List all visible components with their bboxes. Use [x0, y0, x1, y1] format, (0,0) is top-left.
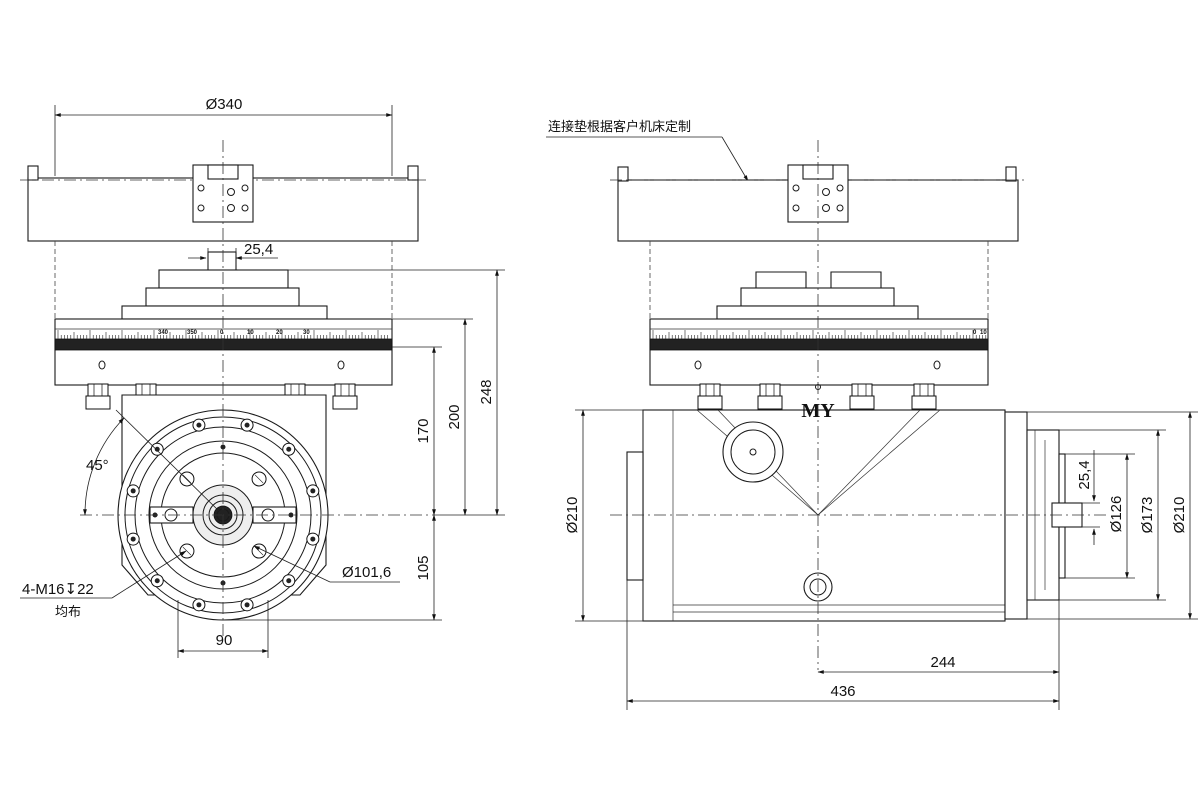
dim-bolt-circle: Ø101,6: [342, 564, 391, 581]
flange-hole-center: [286, 578, 292, 584]
dim-170: 170: [415, 418, 432, 443]
dim-key-width-side: 25,4: [1076, 460, 1093, 489]
m16-hole-cross: [182, 546, 192, 556]
dial-label: 0: [220, 330, 224, 336]
dim-diameter-340: Ø340: [206, 96, 243, 113]
flange-hole-center: [244, 422, 250, 428]
flange-hole-center: [154, 578, 160, 584]
front-view: 340 350 0 10 20 30: [20, 96, 505, 658]
dial-ring-side: 0 10: [649, 318, 989, 386]
flange-hole-center: [196, 422, 202, 428]
m16-hole-cross: [254, 474, 264, 484]
dial-label: 340: [158, 330, 169, 336]
bolt-nut: [911, 395, 937, 410]
flange-hole-center: [196, 602, 202, 608]
dim-key-width: 25,4: [244, 241, 273, 258]
main-body: MY: [626, 384, 1083, 622]
dial-label: 0: [973, 330, 977, 336]
dim-105: 105: [415, 555, 432, 580]
side-view: 连接垫根据客户机床定制: [546, 119, 1198, 710]
dial-label: 20: [276, 330, 283, 336]
dim-diameter-210-left: Ø210: [564, 497, 581, 534]
pin-hole: [288, 512, 294, 518]
dial-ring: 340 350 0 10 20 30: [54, 318, 393, 386]
bolt-head: [284, 383, 306, 397]
dim-diameter-210-right: Ø210: [1171, 497, 1188, 534]
bolt-head: [699, 383, 721, 397]
housing: [117, 394, 329, 621]
thread-note: 4-M16↧22: [22, 581, 94, 598]
bolt-head: [87, 383, 109, 397]
dial-label: 30: [303, 330, 310, 336]
m16-hole-cross: [182, 474, 192, 484]
pin-hole: [220, 444, 226, 450]
bolt-head: [135, 383, 157, 397]
flange-hole-center: [244, 602, 250, 608]
dial-label: 350: [187, 330, 198, 336]
flange-hole-center: [310, 488, 316, 494]
dim-200: 200: [446, 404, 463, 429]
bolt-head: [334, 383, 356, 397]
bolt-nut: [85, 395, 111, 410]
bolt-nut: [757, 395, 783, 410]
bolt-head: [851, 383, 873, 397]
bolt-nut: [697, 395, 723, 410]
bolt-head: [913, 383, 935, 397]
upper-table: [121, 251, 328, 320]
flange-hole-center: [310, 536, 316, 542]
dial-label: 10: [980, 330, 987, 336]
bolt-head: [759, 383, 781, 397]
upper-table-side: [716, 271, 919, 320]
bolt-nut: [849, 395, 875, 410]
dim-90: 90: [216, 632, 233, 649]
thread-note-2: 均布: [55, 605, 81, 620]
dial-label: 10: [247, 330, 254, 336]
flange-hole-center: [286, 446, 292, 452]
mounting-bolts-side: [697, 383, 937, 410]
bolt-nut: [332, 395, 358, 410]
angle-45: 45°: [86, 457, 109, 474]
flange-hole-center: [130, 488, 136, 494]
dim-244: 244: [930, 654, 955, 671]
flange-hole-center: [130, 536, 136, 542]
dim-diameter-173: Ø173: [1139, 497, 1156, 534]
customization-note: 连接垫根据客户机床定制: [548, 119, 691, 135]
dim-248: 248: [478, 379, 495, 404]
flange-hole-center: [154, 446, 160, 452]
dim-436: 436: [830, 683, 855, 700]
dim-diameter-126: Ø126: [1108, 496, 1125, 533]
